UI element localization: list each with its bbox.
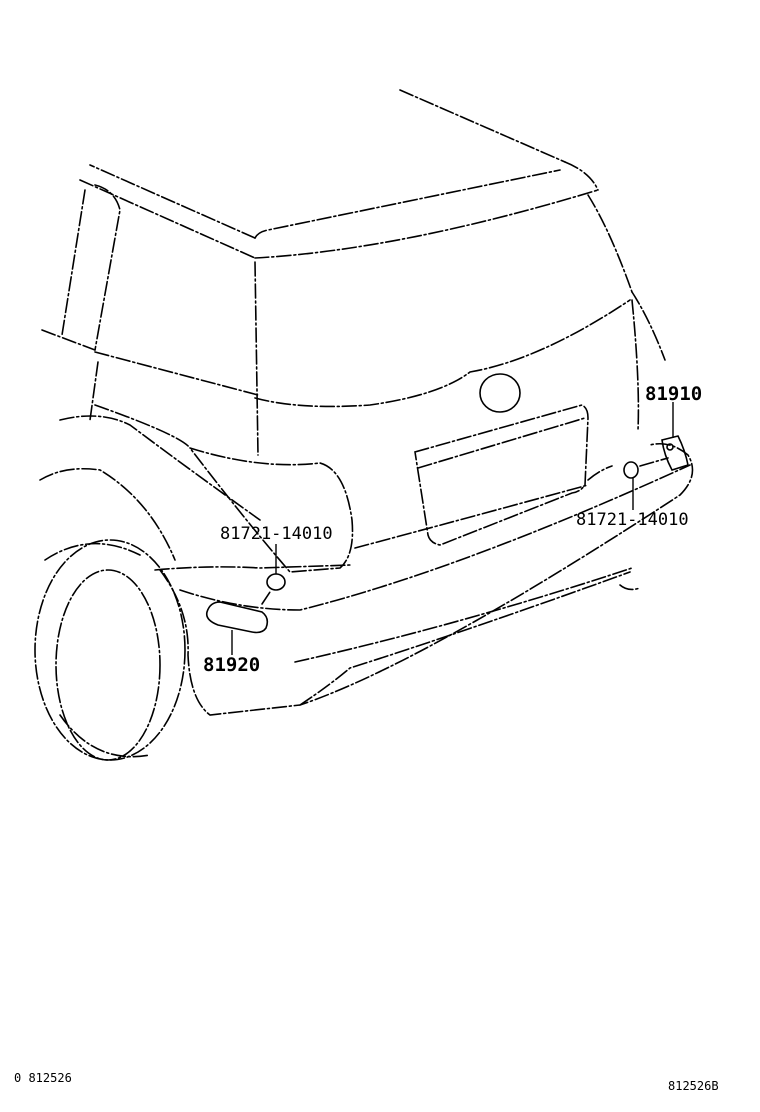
socket-left bbox=[261, 544, 286, 605]
label-81721-left: 81721-14010 bbox=[220, 524, 333, 544]
footer-right-code: 812526B bbox=[668, 1079, 719, 1093]
socket-right bbox=[623, 461, 639, 510]
tail-lamp bbox=[187, 446, 354, 573]
license-plate-recess bbox=[414, 404, 589, 546]
license-lamp-81910 bbox=[639, 402, 689, 471]
label-81920: 81920 bbox=[203, 654, 260, 676]
footer-left-code: 0 812526 bbox=[14, 1071, 72, 1085]
label-81910: 81910 bbox=[645, 383, 702, 405]
label-81721-right: 81721-14010 bbox=[576, 510, 689, 530]
side-window bbox=[41, 184, 259, 421]
roof-outline bbox=[79, 89, 599, 456]
rear-bumper bbox=[159, 442, 694, 716]
rear-emblem bbox=[479, 373, 521, 413]
reflector-81920 bbox=[205, 601, 269, 655]
rear-hatch bbox=[254, 194, 666, 431]
quarter-panel bbox=[39, 404, 351, 571]
rear-wheel bbox=[34, 539, 186, 761]
